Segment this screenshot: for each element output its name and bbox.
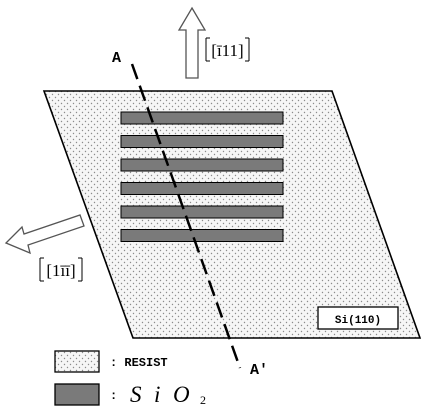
sio2-stripe [120, 158, 284, 172]
legend-sio2-i: i [154, 382, 160, 407]
arrow-up-icon [177, 6, 207, 79]
substrate-label: Si(110) [335, 315, 381, 327]
sio2-stripe [120, 182, 284, 195]
direction-label-top: [ī11] [205, 37, 250, 62]
arrow-left-icon [4, 214, 85, 255]
direction-label-left: [1īī] [39, 257, 83, 282]
direction-text-top: [ī11] [211, 41, 243, 60]
sio2-stripes [120, 111, 284, 242]
legend-sio2-swatch [54, 383, 100, 406]
legend-sio2-s: S [130, 382, 142, 407]
sio2-stripe [120, 205, 284, 219]
point-a-prime-label: A′ [250, 362, 268, 379]
point-a-label: A [112, 50, 121, 67]
cut-line [130, 63, 242, 369]
sio2-stripe [120, 229, 284, 242]
legend-resist-label: : RESIST [110, 356, 168, 370]
substrate-label-box [317, 306, 399, 330]
sio2-stripe [120, 135, 284, 148]
legend-sio2-sub: 2 [200, 393, 206, 407]
legend-sio2-o: O [173, 382, 190, 407]
legend-sio2-colon: : [110, 389, 117, 403]
direction-text-left: [1īī] [46, 261, 75, 280]
sio2-stripe [120, 111, 284, 125]
legend-resist-swatch [54, 350, 100, 373]
